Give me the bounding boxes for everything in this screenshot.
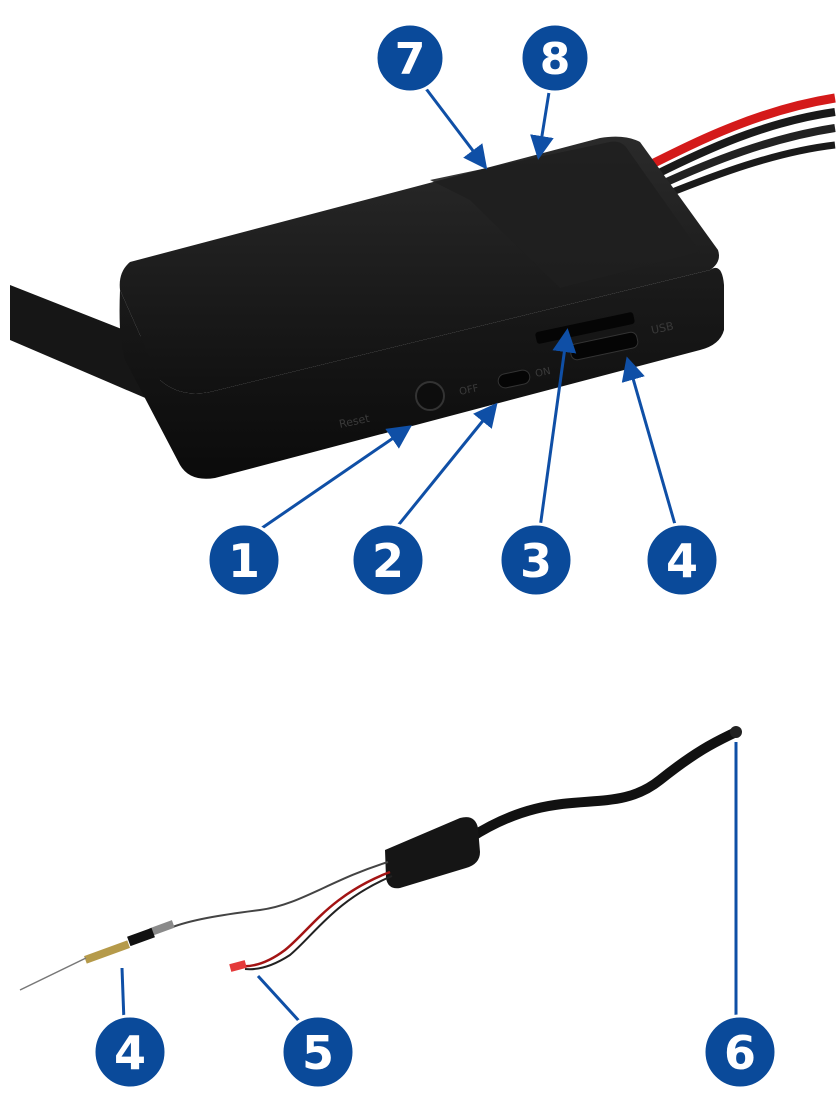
usb-label: USB <box>650 320 675 337</box>
badge-4-bottom: 4 <box>92 1014 168 1090</box>
antenna-connector <box>19 920 175 991</box>
badge-2: 2 <box>350 522 426 598</box>
svg-text:3: 3 <box>520 534 552 588</box>
off-label: OFF <box>458 383 479 398</box>
callout-arrows-top <box>261 85 678 530</box>
red-wire <box>239 870 391 968</box>
svg-text:1: 1 <box>228 534 260 588</box>
svg-text:4: 4 <box>666 534 698 588</box>
module-box <box>385 817 480 889</box>
badge-5: 5 <box>280 1014 356 1090</box>
top-panel <box>430 141 700 288</box>
svg-text:7: 7 <box>395 34 426 85</box>
badge-3: 3 <box>498 522 574 598</box>
bottom-device: 4 5 6 <box>19 726 778 1090</box>
reset-label: Reset <box>338 412 371 431</box>
black-wire <box>244 875 393 971</box>
badge-7: 7 <box>374 22 446 94</box>
antenna-wire <box>169 861 389 929</box>
device-front-face <box>119 267 725 479</box>
badge-1: 1 <box>206 522 282 598</box>
svg-text:4: 4 <box>114 1026 146 1080</box>
camera-lens-tip <box>730 726 742 738</box>
reset-button <box>415 381 445 411</box>
top-device: Reset OFF ON USB 7 8 1 2 <box>10 22 836 598</box>
svg-text:2: 2 <box>372 534 404 588</box>
camera-cable <box>465 727 741 843</box>
power-wires <box>647 93 836 199</box>
callout-arrows-bottom <box>120 742 738 1024</box>
badge-6: 6 <box>702 1014 778 1090</box>
badge-8: 8 <box>519 22 591 94</box>
svg-text:8: 8 <box>540 34 571 85</box>
svg-text:6: 6 <box>724 1026 756 1080</box>
badge-4: 4 <box>644 522 720 598</box>
power-switch <box>497 369 531 389</box>
on-label: ON <box>534 366 551 380</box>
svg-text:5: 5 <box>302 1026 334 1080</box>
power-plug <box>229 960 247 972</box>
